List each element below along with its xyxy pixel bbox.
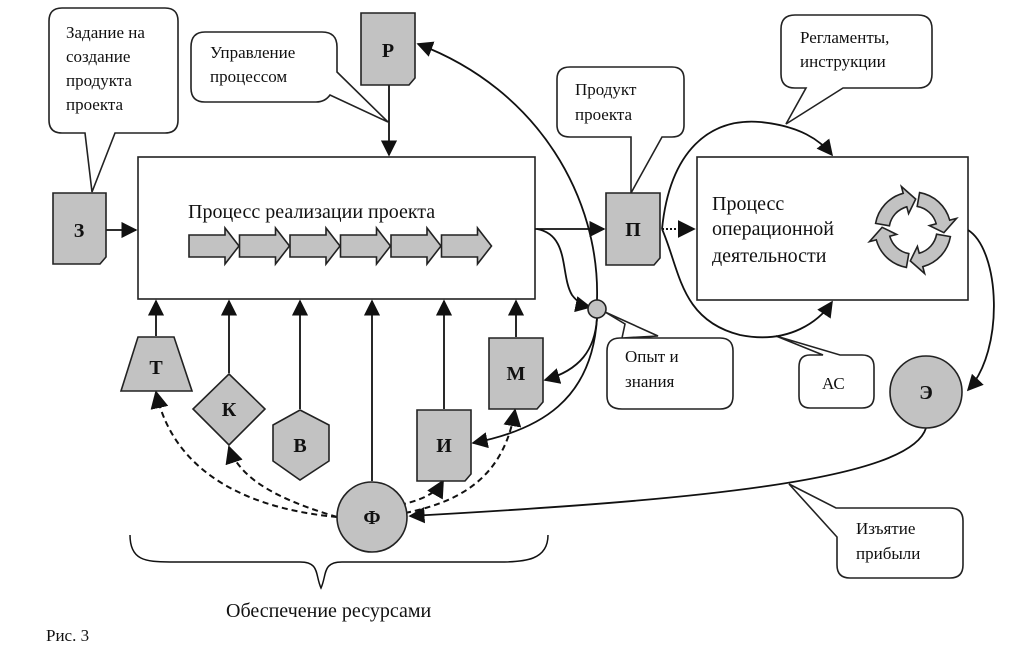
node-f[interactable]: Ф [336,481,408,553]
cycle-arrow-segment [874,184,917,227]
arrow-p-regulations [661,120,834,230]
experience-node[interactable] [587,299,607,319]
node-v-label: В [293,435,306,457]
node-k[interactable]: К [191,372,267,447]
cycle-arrows-icon [867,184,959,276]
connectors [106,41,995,524]
callout-product: Продукт проекта [556,66,685,197]
callout-management: Управление процессом [190,31,389,123]
arrow-process-to-experience [536,228,592,313]
callout-profit: Изъятие прибыли [788,483,964,579]
node-p-label: П [625,219,641,241]
resources-brace [129,534,549,590]
node-z-label: З [74,220,85,242]
operational-process-box[interactable]: Процесс операционной деятельности [696,156,969,301]
process-step-arrow [188,225,241,267]
cycle-arrow-segment [909,233,952,276]
node-e-label: Э [919,382,933,404]
arrow-operational-to-e [966,229,995,392]
dashed-f-to-m [404,408,522,514]
process-step-arrow [339,225,392,267]
node-m[interactable]: М [488,337,544,410]
callout-product-line-2: проекта [575,105,633,124]
callout-profit-line-2: прибыли [856,544,920,563]
node-t[interactable]: Т [119,336,194,392]
callout-task-line-3: продукта [66,71,132,90]
arrow-experience-to-r [416,41,598,301]
callout-experience-line-1: Опыт и [625,347,679,366]
figure-caption: Рис. 3 [46,626,89,645]
callout-task-line-4: проекта [66,95,124,114]
node-t-label: Т [149,357,163,379]
callout-task-line-2: создание [66,47,130,66]
main-process-box[interactable]: Процесс реализации проекта [137,156,536,300]
arrow-p-as [661,228,833,339]
operational-title-line-2: операционной [712,218,834,240]
process-step-arrow [289,225,342,267]
resources-label: Обеспечение ресурсами [226,600,432,622]
node-m-label: М [507,363,526,385]
arrow-experience-to-i [471,317,598,449]
arrow-e-to-f [408,427,927,524]
node-r[interactable]: Р [360,12,416,86]
main-process-title: Процесс реализации проекта [188,201,435,223]
callout-product-line-1: Продукт [575,80,637,99]
callout-experience: Опыт и знания [604,311,734,410]
callout-regulations-line-1: Регламенты, [800,28,889,47]
process-step-arrow [440,225,493,267]
callout-management-line-2: процессом [210,67,287,86]
operational-title-line-3: деятельности [712,245,827,267]
callout-as: АС [775,335,875,409]
node-f-label: Ф [363,507,380,529]
node-e[interactable]: Э [889,355,963,429]
callout-regulations-line-2: инструкции [800,52,886,71]
callout-experience-line-2: знания [625,372,675,391]
node-v[interactable]: В [272,409,330,481]
node-p[interactable]: П [605,192,661,266]
node-i[interactable]: И [416,409,472,482]
operational-title-line-1: Процесс [712,193,784,215]
node-r-label: Р [382,40,394,62]
dashed-f-to-k [225,445,338,518]
callout-task-line-1: Задание на [66,23,145,42]
cycle-arrow-segment [916,191,959,234]
node-i-label: И [436,435,452,457]
callout-management-line-1: Управление [210,43,295,62]
process-steps [188,225,493,267]
callout-profit-line-1: Изъятие [856,519,915,538]
node-k-label: К [222,399,237,421]
process-step-arrow [390,225,443,267]
cycle-arrow-segment [867,226,910,269]
process-step-arrow [238,225,291,267]
callout-as-text: АС [822,374,845,393]
arrow-experience-to-m [543,317,598,384]
callout-task: Задание на создание продукта проекта [48,7,179,193]
callout-regulations: Регламенты, инструкции [780,14,933,125]
dashed-f-to-i [399,479,444,506]
dashed-f-to-t [150,390,338,518]
node-z[interactable]: З [52,192,107,265]
